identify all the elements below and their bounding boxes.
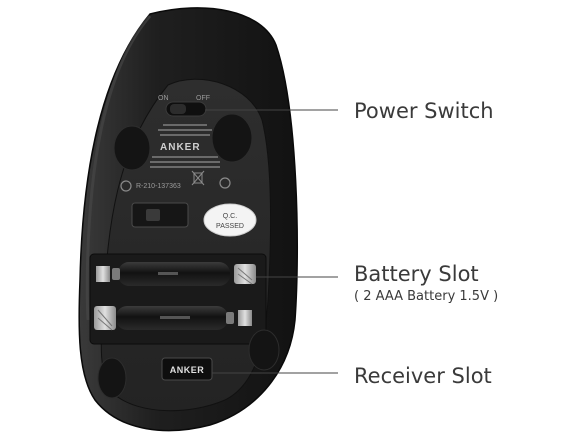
- fine-print-lower: [150, 156, 220, 168]
- weee-bin-icon: [191, 170, 205, 186]
- foot-pad-bottom-right: [248, 329, 280, 371]
- qc-line2: PASSED: [216, 223, 244, 230]
- brand-logo: ANKER: [160, 142, 201, 153]
- mouse-side-highlight: [85, 15, 152, 321]
- qc-sticker: [203, 203, 257, 237]
- foot-pad-top-left: [113, 125, 151, 171]
- cert-code: R-210-137363: [136, 183, 181, 190]
- battery-spring-bottom-left: [94, 306, 116, 331]
- foot-pad-top-right: [211, 113, 253, 163]
- battery-1: [112, 262, 230, 286]
- cert-mark-icon: [120, 180, 132, 192]
- battery-note-label: ( 2 AAA Battery 1.5V ): [354, 289, 499, 304]
- receiver-slot[interactable]: [161, 357, 213, 381]
- power-switch-knob: [170, 104, 186, 114]
- battery-spring-top-left: [96, 266, 110, 282]
- sensor-lens: [146, 209, 160, 221]
- switch-off-label: OFF: [196, 95, 210, 102]
- switch-on-label: ON: [158, 95, 169, 102]
- receiver-brand: ANKER: [170, 365, 205, 375]
- receiver-slot-label: Receiver Slot: [354, 364, 492, 388]
- battery-spring-top-right: [234, 264, 256, 285]
- fine-print: [158, 124, 212, 136]
- battery-contact-bottom-right: [238, 310, 252, 326]
- power-switch-label: Power Switch: [354, 99, 494, 123]
- foot-pad-bottom-left: [97, 357, 127, 399]
- battery-slot-label: Battery Slot: [354, 262, 479, 286]
- qc-line1: Q.C.: [223, 213, 237, 220]
- kc-mark-icon: [219, 177, 231, 189]
- battery-2: [116, 306, 234, 330]
